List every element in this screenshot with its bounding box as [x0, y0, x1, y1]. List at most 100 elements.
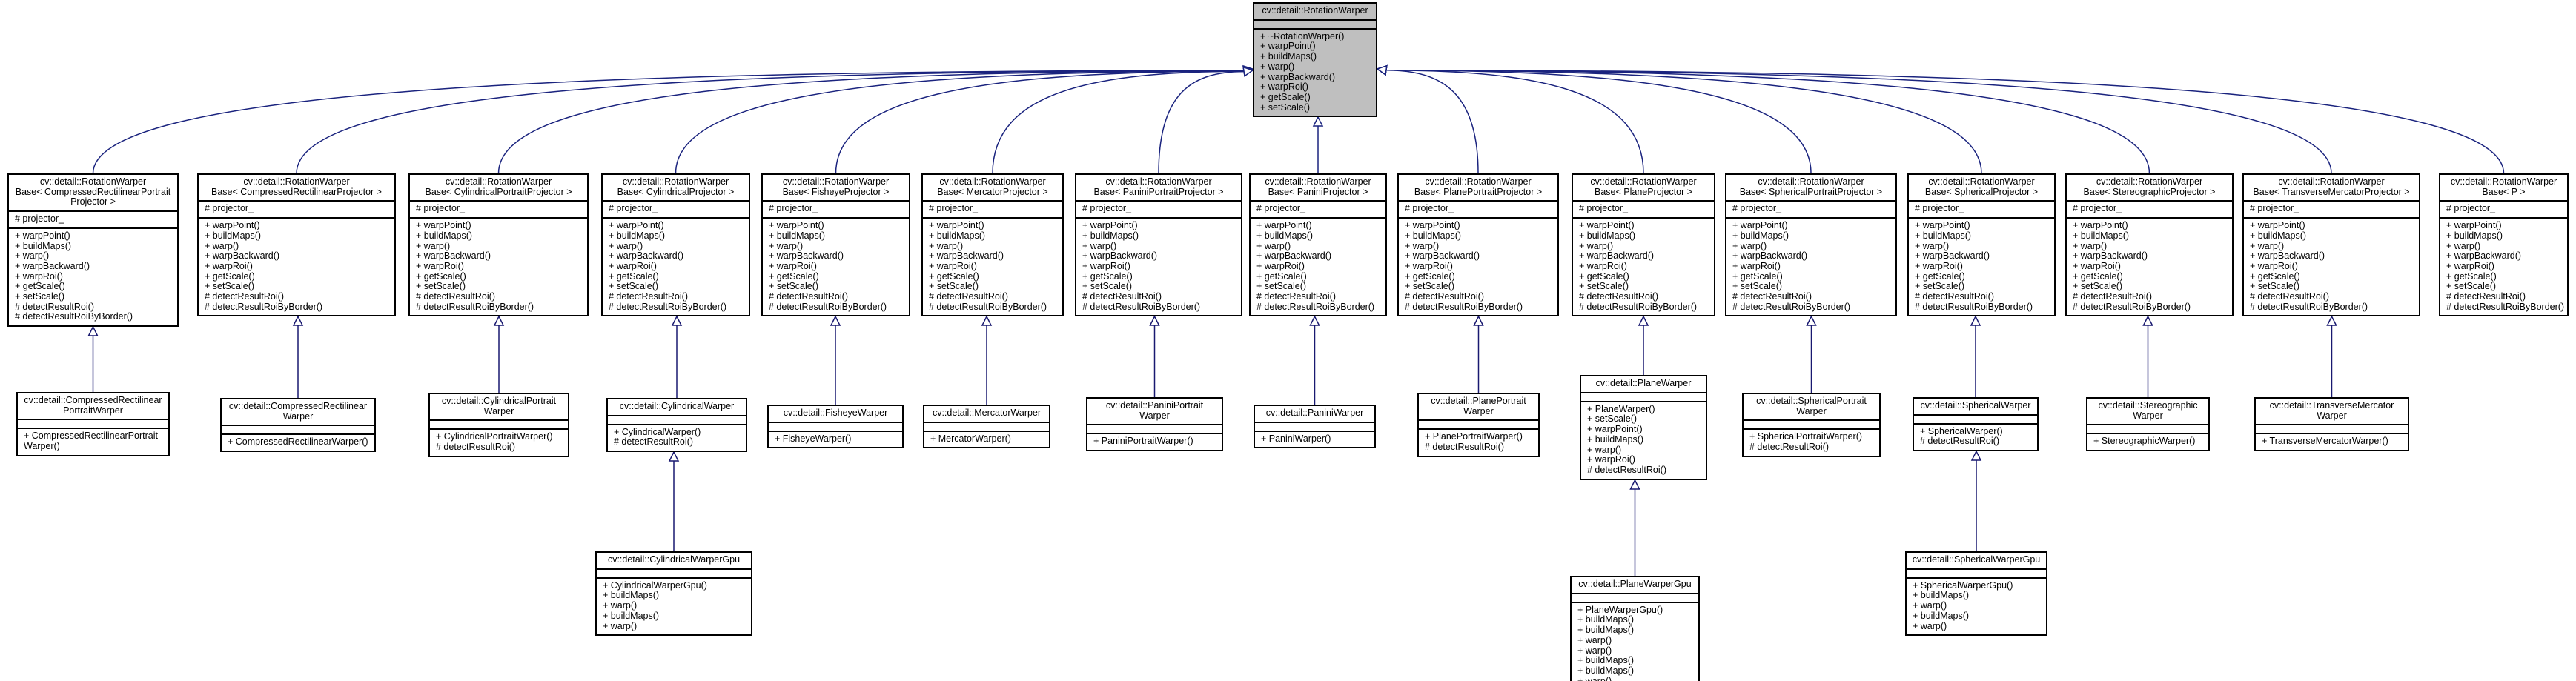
gpu-class-2[interactable]: cv::detail::SphericalWarperGpu+ Spherica… — [1905, 551, 2047, 637]
attribute: # projector_ — [205, 203, 254, 214]
method: + warpPoint() — [1082, 220, 1138, 231]
attributes-section: # projector_ — [763, 200, 909, 217]
class-name: cv::detail::PaniniWarper — [1255, 406, 1374, 422]
method: # detectResultRoiByBorder() — [2073, 301, 2191, 312]
attributes-section: # projector_ — [1726, 200, 1895, 217]
method: + setScale() — [1915, 281, 1965, 292]
method: + buildMaps() — [1587, 433, 1644, 445]
method: # detectResultRoiByBorder() — [1082, 301, 1201, 312]
class-name: cv::detail::PlaneWarperGpu — [1572, 577, 1698, 593]
method: + warpBackward() — [769, 250, 844, 262]
root-class-rotation-warper[interactable]: cv::detail::RotationWarper+ ~RotationWar… — [1253, 2, 1377, 118]
method: + warpBackward() — [2073, 250, 2148, 262]
method: + warpRoi() — [929, 260, 977, 271]
derived-class-7[interactable]: cv::detail::PaniniWarper+ PaniniWarper() — [1254, 405, 1376, 449]
method: + buildMaps() — [1082, 230, 1139, 241]
inheritance-arrow — [1309, 315, 1320, 326]
derived-class-3[interactable]: cv::detail::CylindricalWarper+ Cylindric… — [606, 398, 747, 453]
method: + CylindricalWarperGpu() — [603, 579, 707, 591]
attributes-section: # projector_ — [2244, 200, 2419, 217]
methods-section: + CylindricalPortraitWarper()# detectRes… — [430, 428, 568, 455]
method: + warpBackward() — [1579, 250, 1655, 262]
method: + getScale() — [2250, 270, 2300, 282]
method: + warp() — [1256, 240, 1291, 251]
method: + warp() — [1577, 675, 1612, 681]
class-name-line: Base< PaniniProjector > — [1268, 186, 1368, 197]
method: + warpPoint() — [1260, 41, 1316, 52]
methods-section: + warpPoint()+ buildMaps()+ warp()+ warp… — [410, 217, 587, 315]
derived-class-11[interactable]: cv::detail::SphericalWarper+ SphericalWa… — [1913, 397, 2039, 452]
method: + warp() — [416, 240, 451, 251]
method: # detectResultRoi() — [1579, 291, 1658, 302]
method: # detectResultRoi() — [416, 291, 495, 302]
class-name-line: cv::detail::SphericalPortrait — [1756, 396, 1867, 406]
method: + warpPoint() — [1915, 220, 1970, 231]
method: + warp() — [15, 250, 50, 262]
class-name-line: cv::detail::RotationWarper — [1928, 176, 2035, 187]
class-name-line: Base< CylindricalProjector > — [617, 186, 735, 197]
attributes-section — [608, 414, 746, 424]
method: + getScale() — [205, 270, 255, 282]
inheritance-arrow — [830, 315, 841, 326]
method: # detectResultRoiByBorder() — [416, 301, 534, 312]
class-name-line: Base< PlaneProjector > — [1594, 186, 1693, 197]
method: + warpRoi() — [2446, 260, 2494, 271]
method: + warp() — [929, 240, 964, 251]
attribute: # projector_ — [15, 213, 64, 225]
method: + warpBackward() — [1732, 250, 1808, 262]
methods-section: + warpPoint()+ buildMaps()+ warp()+ warp… — [199, 217, 394, 315]
class-name-line: cv::detail::FisheyeWarper — [783, 408, 888, 418]
methods-section: + warpPoint()+ buildMaps()+ warp()+ warp… — [1909, 217, 2054, 315]
attributes-section — [222, 425, 374, 433]
gpu-class-0[interactable]: cv::detail::CylindricalWarperGpu+ Cylind… — [595, 551, 752, 637]
method: + buildMaps() — [1577, 625, 1635, 636]
inheritance-arrow — [981, 315, 993, 326]
class-name-line: Warper — [2317, 410, 2347, 421]
method: + warp() — [1913, 600, 1947, 611]
gpu-class-1[interactable]: cv::detail::PlaneWarperGpu+ PlaneWarperG… — [1570, 576, 1700, 681]
method: + SphericalWarper() — [1920, 425, 2003, 436]
class-name: cv::detail::RotationWarper — [1254, 4, 1376, 19]
attributes-section: # projector_ — [1251, 200, 1385, 217]
attributes-section — [430, 419, 568, 428]
attributes-section — [769, 421, 902, 431]
methods-section: + warpPoint()+ buildMaps()+ warp()+ warp… — [923, 217, 1062, 315]
method: + warpRoi() — [15, 270, 63, 282]
method: + setScale() — [1405, 281, 1455, 292]
inheritance-arrow — [1149, 315, 1160, 326]
method: + buildMaps() — [1915, 230, 1972, 241]
derived-class-5[interactable]: cv::detail::MercatorWarper+ MercatorWarp… — [923, 405, 1050, 449]
class-name-line: Warper — [1139, 410, 1170, 421]
derived-class-9[interactable]: cv::detail::PlaneWarper+ PlaneWarper()+ … — [1580, 375, 1707, 480]
method: + warpRoi() — [2250, 260, 2298, 271]
inheritance-arrow — [292, 315, 304, 326]
method: + PaniniWarper() — [1261, 433, 1331, 444]
derived-class-4[interactable]: cv::detail::FisheyeWarper+ FisheyeWarper… — [767, 405, 904, 449]
